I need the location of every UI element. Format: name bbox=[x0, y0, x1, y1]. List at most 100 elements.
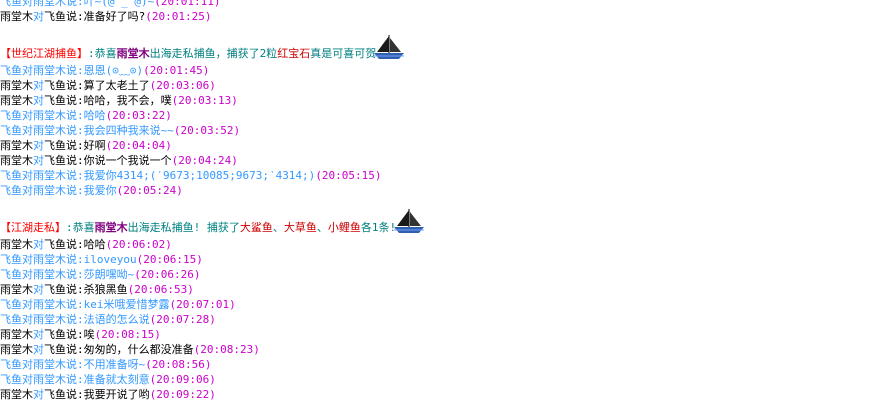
say-label: 说: bbox=[66, 109, 84, 122]
target-name[interactable]: 飞鱼 bbox=[44, 238, 66, 251]
timestamp: (20:01:11) bbox=[154, 0, 221, 8]
speaker-name[interactable]: 雨堂木 bbox=[0, 328, 33, 341]
speaker-name[interactable]: 飞鱼 bbox=[0, 268, 22, 281]
speaker-name[interactable]: 飞鱼 bbox=[0, 373, 22, 386]
target-name[interactable]: 雨堂木 bbox=[33, 64, 66, 77]
announcement-text: 【江湖走私】:恭喜雨堂木出海走私捕鱼! 捕获了大鲨鱼、大草鱼、小鲤鱼各1条! bbox=[0, 220, 396, 237]
say-label: 说: bbox=[66, 64, 84, 77]
target-name[interactable]: 雨堂木 bbox=[33, 268, 66, 281]
timestamp: (20:06:15) bbox=[136, 253, 203, 266]
to-label: 对 bbox=[22, 184, 33, 197]
speaker-name[interactable]: 雨堂木 bbox=[0, 79, 33, 92]
chat-message: 飞鱼对雨堂木说:我会四种我来说~~(20:03:52) bbox=[0, 123, 885, 138]
speaker-name[interactable]: 雨堂木 bbox=[0, 238, 33, 251]
player-name[interactable]: 雨堂木 bbox=[116, 47, 150, 60]
chat-message: 飞鱼对雨堂木说:我爱你4314;(′9673;10085;9673;‵4314;… bbox=[0, 168, 885, 183]
message-text: 我要开说了哟 bbox=[83, 388, 150, 401]
item-name: 大鲨鱼 bbox=[239, 221, 273, 234]
chat-message: 飞鱼对雨堂木说:不用准备呀~(20:08:56) bbox=[0, 357, 885, 372]
say-label: 说: bbox=[66, 0, 84, 8]
target-name[interactable]: 飞鱼 bbox=[44, 388, 66, 401]
target-name[interactable]: 雨堂木 bbox=[33, 298, 66, 311]
say-label: 说: bbox=[66, 139, 84, 152]
to-label: 对 bbox=[33, 238, 44, 251]
to-label: 对 bbox=[22, 313, 33, 326]
player-name[interactable]: 雨堂木 bbox=[94, 221, 128, 234]
speaker-name[interactable]: 飞鱼 bbox=[0, 184, 22, 197]
speaker-name[interactable]: 雨堂木 bbox=[0, 343, 33, 356]
speaker-name[interactable]: 飞鱼 bbox=[0, 109, 22, 122]
ship-icon bbox=[394, 209, 424, 233]
target-name[interactable]: 飞鱼 bbox=[44, 154, 66, 167]
target-name[interactable]: 飞鱼 bbox=[44, 139, 66, 152]
to-label: 对 bbox=[22, 373, 33, 386]
target-name[interactable]: 雨堂木 bbox=[33, 358, 66, 371]
say-label: 说: bbox=[66, 298, 84, 311]
announce-middle: 出海走私捕鱼! 捕获了 bbox=[127, 221, 240, 234]
message-text: 唉 bbox=[83, 328, 95, 341]
message-text: 你说一个我说一个 bbox=[83, 154, 172, 167]
say-label: 说: bbox=[66, 328, 84, 341]
speaker-name[interactable]: 飞鱼 bbox=[0, 358, 22, 371]
target-name[interactable]: 雨堂木 bbox=[33, 313, 66, 326]
timestamp: (20:04:24) bbox=[171, 154, 238, 167]
message-text: 杀狼黑鱼 bbox=[83, 283, 128, 296]
chat-message: 雨堂木对飞鱼说:哈哈，我不会，噗(20:03:13) bbox=[0, 93, 885, 108]
speaker-name[interactable]: 飞鱼 bbox=[0, 313, 22, 326]
target-name[interactable]: 雨堂木 bbox=[33, 253, 66, 266]
announce-middle: 出海走私捕鱼，捕获了2粒 bbox=[149, 47, 278, 60]
target-name[interactable]: 雨堂木 bbox=[33, 169, 66, 182]
channel-tag: 【世纪江湖捕鱼】 bbox=[0, 47, 88, 60]
say-label: 说: bbox=[66, 283, 84, 296]
speaker-name[interactable]: 飞鱼 bbox=[0, 0, 22, 8]
message-text: 莎朗嘿呦~ bbox=[83, 268, 135, 281]
chat-message: 雨堂木对飞鱼说:杀狼黑鱼(20:06:53) bbox=[0, 282, 885, 297]
to-label: 对 bbox=[22, 358, 33, 371]
timestamp: (20:09:06) bbox=[149, 373, 216, 386]
target-name[interactable]: 雨堂木 bbox=[33, 373, 66, 386]
message-text: 我爱你4314;(′9673;10085;9673;‵4314;) bbox=[83, 169, 316, 182]
target-name[interactable]: 飞鱼 bbox=[44, 94, 66, 107]
speaker-name[interactable]: 飞鱼 bbox=[0, 169, 22, 182]
target-name[interactable]: 雨堂木 bbox=[33, 0, 66, 8]
target-name[interactable]: 飞鱼 bbox=[44, 328, 66, 341]
to-label: 对 bbox=[22, 64, 33, 77]
to-label: 对 bbox=[33, 328, 44, 341]
to-label: 对 bbox=[33, 283, 44, 296]
say-label: 说: bbox=[66, 388, 84, 401]
speaker-name[interactable]: 飞鱼 bbox=[0, 64, 22, 77]
speaker-name[interactable]: 飞鱼 bbox=[0, 298, 22, 311]
target-name[interactable]: 飞鱼 bbox=[44, 343, 66, 356]
timestamp: (20:08:15) bbox=[94, 328, 161, 341]
speaker-name[interactable]: 飞鱼 bbox=[0, 124, 22, 137]
say-label: 说: bbox=[66, 124, 84, 137]
message-text: 我会四种我来说~~ bbox=[83, 124, 174, 137]
speaker-name[interactable]: 雨堂木 bbox=[0, 388, 33, 401]
chat-message: 雨堂木对飞鱼说:准备好了吗?(20:01:25) bbox=[0, 9, 885, 24]
speaker-name[interactable]: 雨堂木 bbox=[0, 283, 33, 296]
target-name[interactable]: 飞鱼 bbox=[44, 10, 66, 23]
chat-message: 雨堂木对飞鱼说:唉(20:08:15) bbox=[0, 327, 885, 342]
to-label: 对 bbox=[22, 253, 33, 266]
target-name[interactable]: 飞鱼 bbox=[44, 79, 66, 92]
message-text: 恩恩(⊙﹏⊙) bbox=[83, 64, 144, 77]
to-label: 对 bbox=[22, 268, 33, 281]
target-name[interactable]: 雨堂木 bbox=[33, 124, 66, 137]
to-label: 对 bbox=[33, 139, 44, 152]
item-name: 小鲤鱼 bbox=[327, 221, 361, 234]
speaker-name[interactable]: 雨堂木 bbox=[0, 154, 33, 167]
to-label: 对 bbox=[33, 343, 44, 356]
chat-message: 飞鱼对雨堂木说:法语的怎么说(20:07:28) bbox=[0, 312, 885, 327]
to-label: 对 bbox=[33, 94, 44, 107]
target-name[interactable]: 飞鱼 bbox=[44, 283, 66, 296]
message-text: 不用准备呀~ bbox=[83, 358, 146, 371]
say-label: 说: bbox=[66, 358, 84, 371]
speaker-name[interactable]: 雨堂木 bbox=[0, 94, 33, 107]
blank-line bbox=[0, 198, 885, 213]
speaker-name[interactable]: 飞鱼 bbox=[0, 253, 22, 266]
speaker-name[interactable]: 雨堂木 bbox=[0, 139, 33, 152]
target-name[interactable]: 雨堂木 bbox=[33, 184, 66, 197]
target-name[interactable]: 雨堂木 bbox=[33, 109, 66, 122]
speaker-name[interactable]: 雨堂木 bbox=[0, 10, 33, 23]
